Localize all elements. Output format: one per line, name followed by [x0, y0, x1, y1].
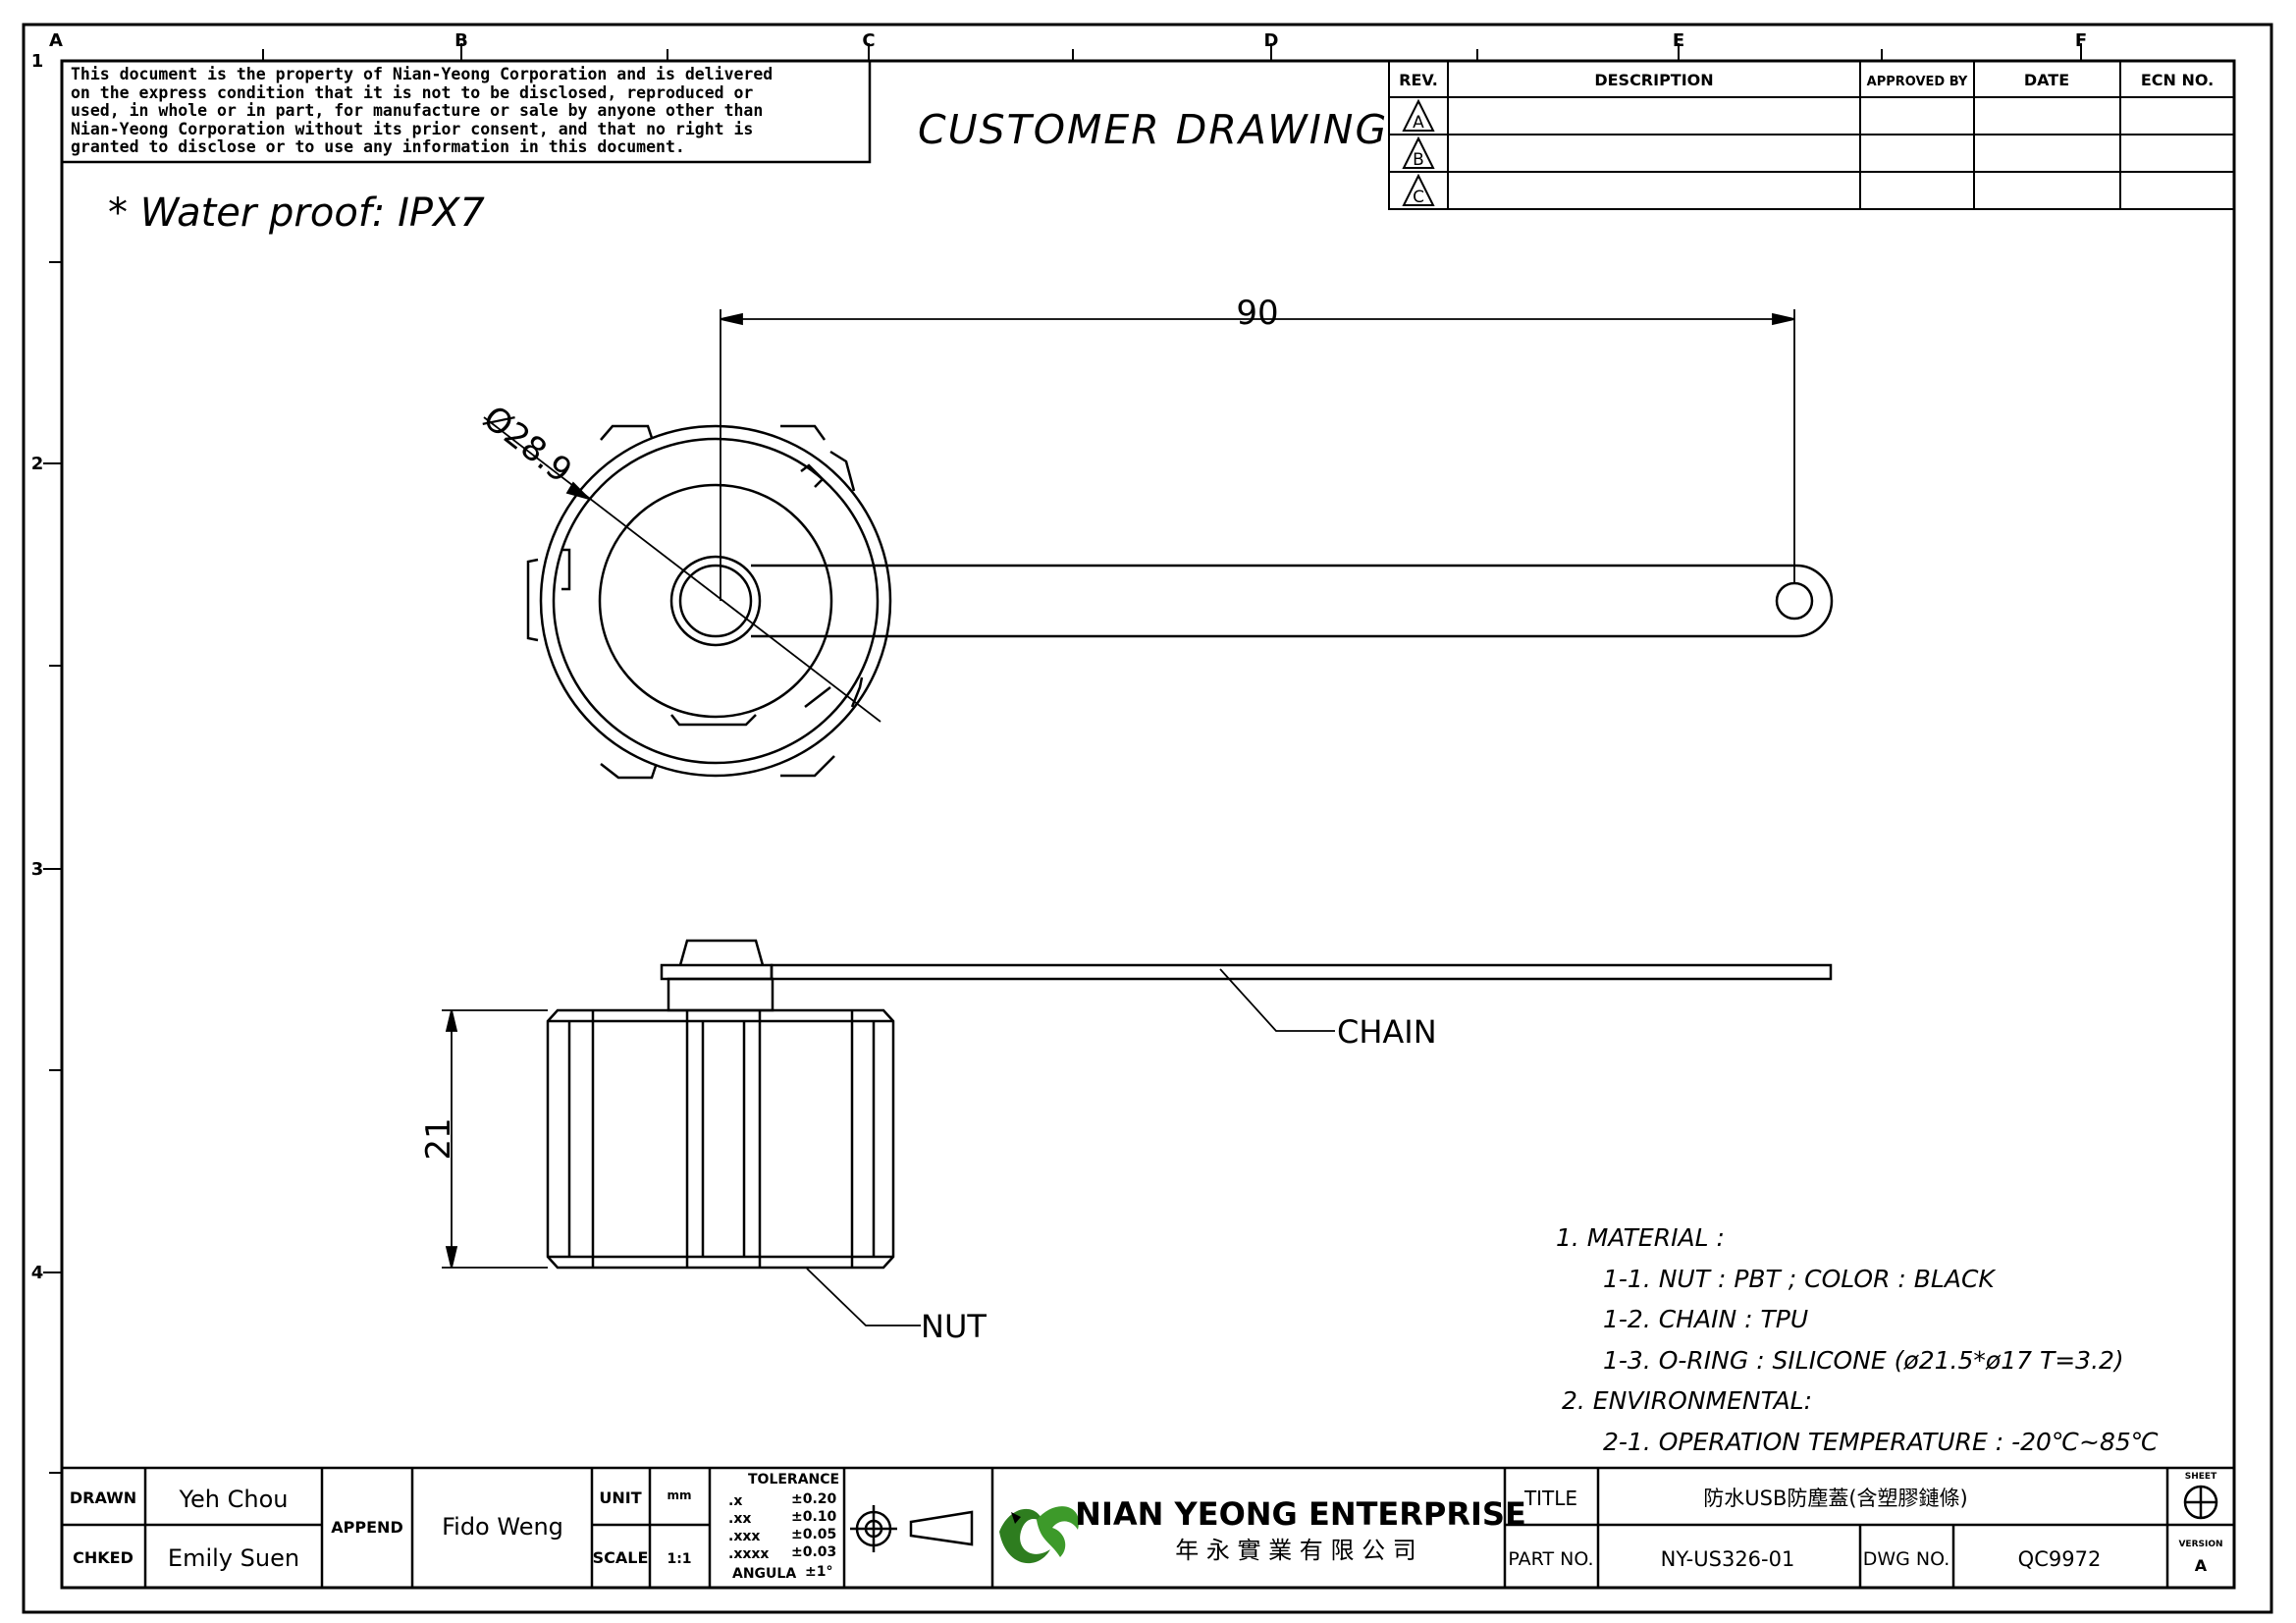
note-line: 2. ENVIRONMENTAL:: [1562, 1386, 1813, 1415]
tol-xx-value: ±0.10: [791, 1509, 837, 1525]
disclaimer-line: Nian-Yeong Corporation without its prior…: [71, 119, 754, 138]
waterproof-note: * Water proof: IPX7: [108, 190, 485, 236]
version-value: A: [2195, 1556, 2208, 1575]
part-number: NY-US326-01: [1661, 1547, 1795, 1571]
row-label-2: 2: [31, 454, 44, 474]
unit-label: UNIT: [599, 1488, 641, 1507]
diameter-leader: [483, 416, 881, 723]
side-view: [546, 939, 1833, 1270]
date-header: DATE: [2024, 71, 2069, 89]
callout-leaders: [806, 968, 1335, 1326]
dim-diameter-label: Ø28.9: [475, 399, 578, 492]
checked-by: Emily Suen: [168, 1544, 299, 1572]
chain-callout: CHAIN: [1337, 1013, 1437, 1051]
tol-xxx-value: ±0.05: [791, 1527, 836, 1542]
ecn-header: ECN NO.: [2141, 71, 2214, 89]
top-view: [526, 424, 1834, 780]
dimension-21: [442, 1009, 548, 1269]
column-ticks: [262, 43, 2082, 61]
tol-x-label: .x: [728, 1493, 742, 1509]
company-logo-icon: [999, 1506, 1080, 1564]
rev-a-mark: A: [1413, 113, 1424, 133]
disclaimer-line: on the express condition that it is not …: [71, 82, 754, 102]
checked-label: CHKED: [73, 1548, 133, 1567]
sheet-symbol-icon: [2183, 1485, 2218, 1520]
note-line: 2-1. OPERATION TEMPERATURE : -20℃~85℃: [1603, 1427, 2159, 1456]
dwg-label: DWG NO.: [1863, 1548, 1950, 1570]
scale-value: 1:1: [667, 1551, 691, 1567]
rev-header: REV.: [1399, 71, 1438, 89]
row-label-1: 1: [31, 51, 44, 72]
row-label-3: 3: [31, 859, 44, 880]
title-block-grid: [62, 1466, 2234, 1588]
note-line: 1. MATERIAL :: [1556, 1223, 1725, 1252]
revision-table: [1388, 60, 2235, 210]
dwg-number: QC9972: [2018, 1547, 2102, 1571]
tol-angle-value: ±1°: [805, 1564, 832, 1580]
note-line: 1-1. NUT : PBT ; COLOR : BLACK: [1603, 1264, 1995, 1293]
company-name-zh: 年 永 實 業 有 限 公 司: [1175, 1537, 1415, 1564]
disclaimer-line: This document is the property of Nian-Ye…: [71, 65, 774, 83]
company-name-en: NIAN YEONG ENTERPRISE: [1075, 1495, 1526, 1533]
tol-x-value: ±0.20: [791, 1491, 837, 1507]
col-label-a: A: [49, 30, 63, 51]
nut-callout: NUT: [921, 1308, 987, 1345]
col-label-d: D: [1264, 30, 1279, 51]
col-label-b: B: [454, 30, 468, 51]
revision-triangles: [1402, 98, 1435, 206]
rev-c-mark: C: [1413, 188, 1424, 207]
note-line: 1-3. O-RING : SILICONE (ø21.5*ø17 T=3.2): [1603, 1345, 2124, 1375]
projection-symbol-icon: [850, 1505, 974, 1552]
tol-xxxx-label: .xxxx: [728, 1546, 769, 1562]
append-by: Fido Weng: [442, 1513, 563, 1541]
drawn-label: DRAWN: [70, 1488, 136, 1507]
disclaimer-box: [60, 59, 872, 164]
unit-value: mm: [667, 1488, 691, 1502]
note-line: 1-2. CHAIN : TPU: [1603, 1305, 1809, 1333]
version-label: VERSION: [2178, 1540, 2222, 1549]
sheet-label: SHEET: [2185, 1472, 2217, 1482]
row-label-4: 4: [31, 1263, 44, 1283]
col-label-c: C: [862, 30, 875, 51]
tolerance-label: TOLERANCE: [748, 1472, 839, 1488]
drawing-title: CUSTOMER DRAWING: [918, 106, 1389, 153]
title-label: TITLE: [1523, 1487, 1577, 1510]
dim-21-label: 21: [419, 1117, 458, 1160]
approved-by-header: APPROVED BY: [1867, 75, 1968, 89]
col-label-f: F: [2075, 30, 2087, 51]
scale-label: SCALE: [593, 1548, 649, 1567]
tol-xxx-label: .xxx: [728, 1529, 760, 1544]
col-label-e: E: [1673, 30, 1684, 51]
tol-angle-label: ANGULA: [732, 1566, 796, 1582]
rev-b-mark: B: [1413, 150, 1424, 170]
material-notes: 1. MATERIAL : 1-1. NUT : PBT ; COLOR : B…: [1556, 1217, 2159, 1462]
disclaimer-line: used, in whole or in part, for manufactu…: [71, 101, 764, 121]
drawn-by: Yeh Chou: [179, 1486, 289, 1513]
tol-xxxx-value: ±0.03: [791, 1544, 836, 1560]
description-header: DESCRIPTION: [1594, 71, 1713, 89]
tol-xx-label: .xx: [728, 1511, 751, 1527]
outer-frame: [22, 23, 2273, 1614]
inner-frame: [60, 59, 2236, 1590]
disclaimer-line: granted to disclose or to use any inform…: [71, 137, 685, 157]
dimension-90: [720, 309, 1795, 601]
row-ticks: [43, 261, 62, 1474]
append-label: APPEND: [331, 1518, 402, 1537]
dim-90-label: 90: [1236, 294, 1278, 333]
title-value: 防水USB防塵蓋(含塑膠鏈條): [1703, 1487, 1968, 1510]
disclaimer-text: This document is the property of Nian-Ye…: [71, 65, 856, 157]
part-label: PART NO.: [1508, 1548, 1593, 1570]
